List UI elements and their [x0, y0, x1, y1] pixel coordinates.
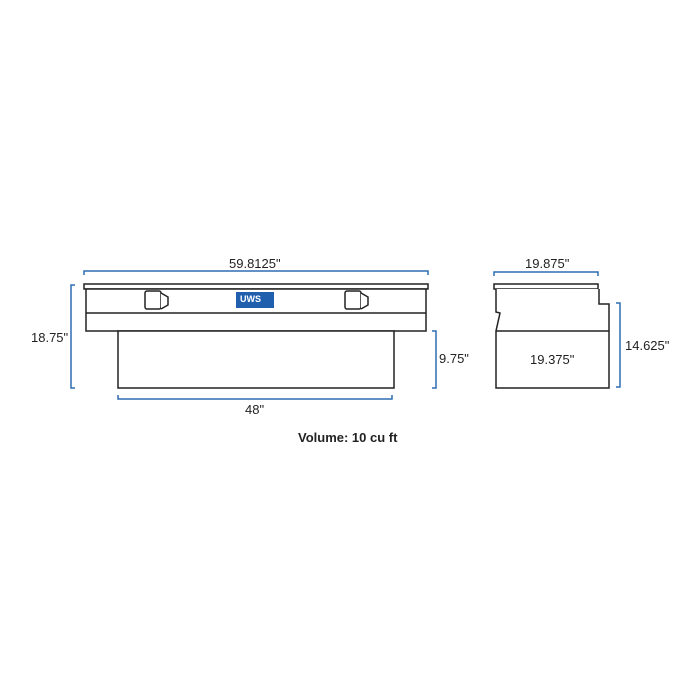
logo-text: UWS: [240, 294, 261, 304]
top-depth-label: 19.875": [525, 256, 570, 271]
side-view-box: [493, 283, 610, 389]
lower-height-label: 9.75": [439, 351, 469, 366]
overall-width-label: 59.8125": [229, 256, 281, 271]
bottom-depth-label: 19.375": [530, 352, 575, 367]
volume-label: Volume: 10 cu ft: [298, 430, 398, 445]
lower-width-label: 48": [245, 402, 265, 417]
side-height-label: 14.625": [625, 338, 670, 353]
uws-logo: [236, 292, 274, 308]
front-view-box: [83, 283, 429, 389]
overall-height-label: 18.75": [31, 330, 69, 345]
dimension-lines: [70, 270, 621, 400]
